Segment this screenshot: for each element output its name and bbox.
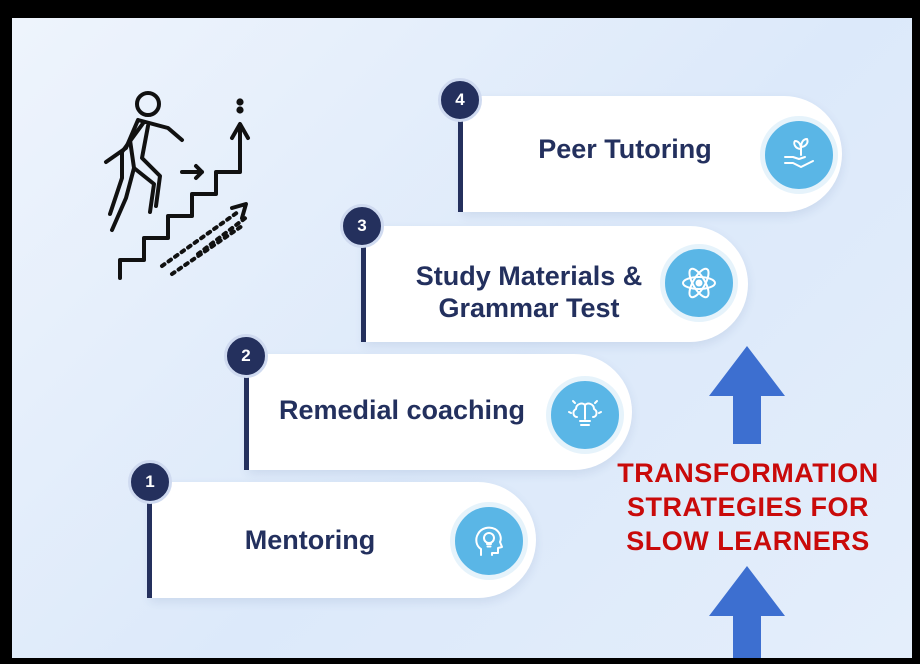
hand-plant-icon: [784, 138, 814, 168]
step-3-title: Study Materials & Grammar Test: [415, 261, 643, 324]
headline-line-2: STRATEGIES FOR: [626, 492, 869, 522]
up-arrow-upper-icon: [709, 346, 785, 444]
head-lightbulb-icon: [475, 526, 503, 556]
headline-line-3: SLOW LEARNERS: [626, 526, 870, 556]
step-2-badge: 2: [224, 334, 268, 378]
step-4-title: Peer Tutoring: [538, 134, 712, 164]
step-1-title: Mentoring: [244, 525, 376, 555]
stair-climber-icon: [104, 91, 250, 280]
step-2-icon-circle: [546, 376, 624, 454]
step-1-badge: 1: [128, 460, 172, 504]
infographic-canvas: 4 Peer Tutoring 3 Study Materials & Gram…: [12, 18, 912, 658]
step-4-icon-circle: [760, 116, 838, 194]
step-3-line: [361, 240, 366, 342]
brain-idea-icon: [568, 400, 602, 426]
headline-line-1: TRANSFORMATION: [617, 458, 879, 488]
step-4-badge: 4: [438, 78, 482, 122]
step-2-line: [244, 368, 249, 470]
step-1-line: [147, 496, 152, 598]
atom-icon: [682, 267, 716, 299]
step-4-line: [458, 112, 463, 212]
step-3-badge: 3: [340, 204, 384, 248]
headline-title: TRANSFORMATION STRATEGIES FOR SLOW LEARN…: [598, 456, 898, 558]
step-1-icon-circle: [450, 502, 528, 580]
step-3-icon-circle: [660, 244, 738, 322]
up-arrow-lower-icon: [709, 566, 785, 658]
step-2-title: Remedial coaching: [278, 395, 526, 425]
